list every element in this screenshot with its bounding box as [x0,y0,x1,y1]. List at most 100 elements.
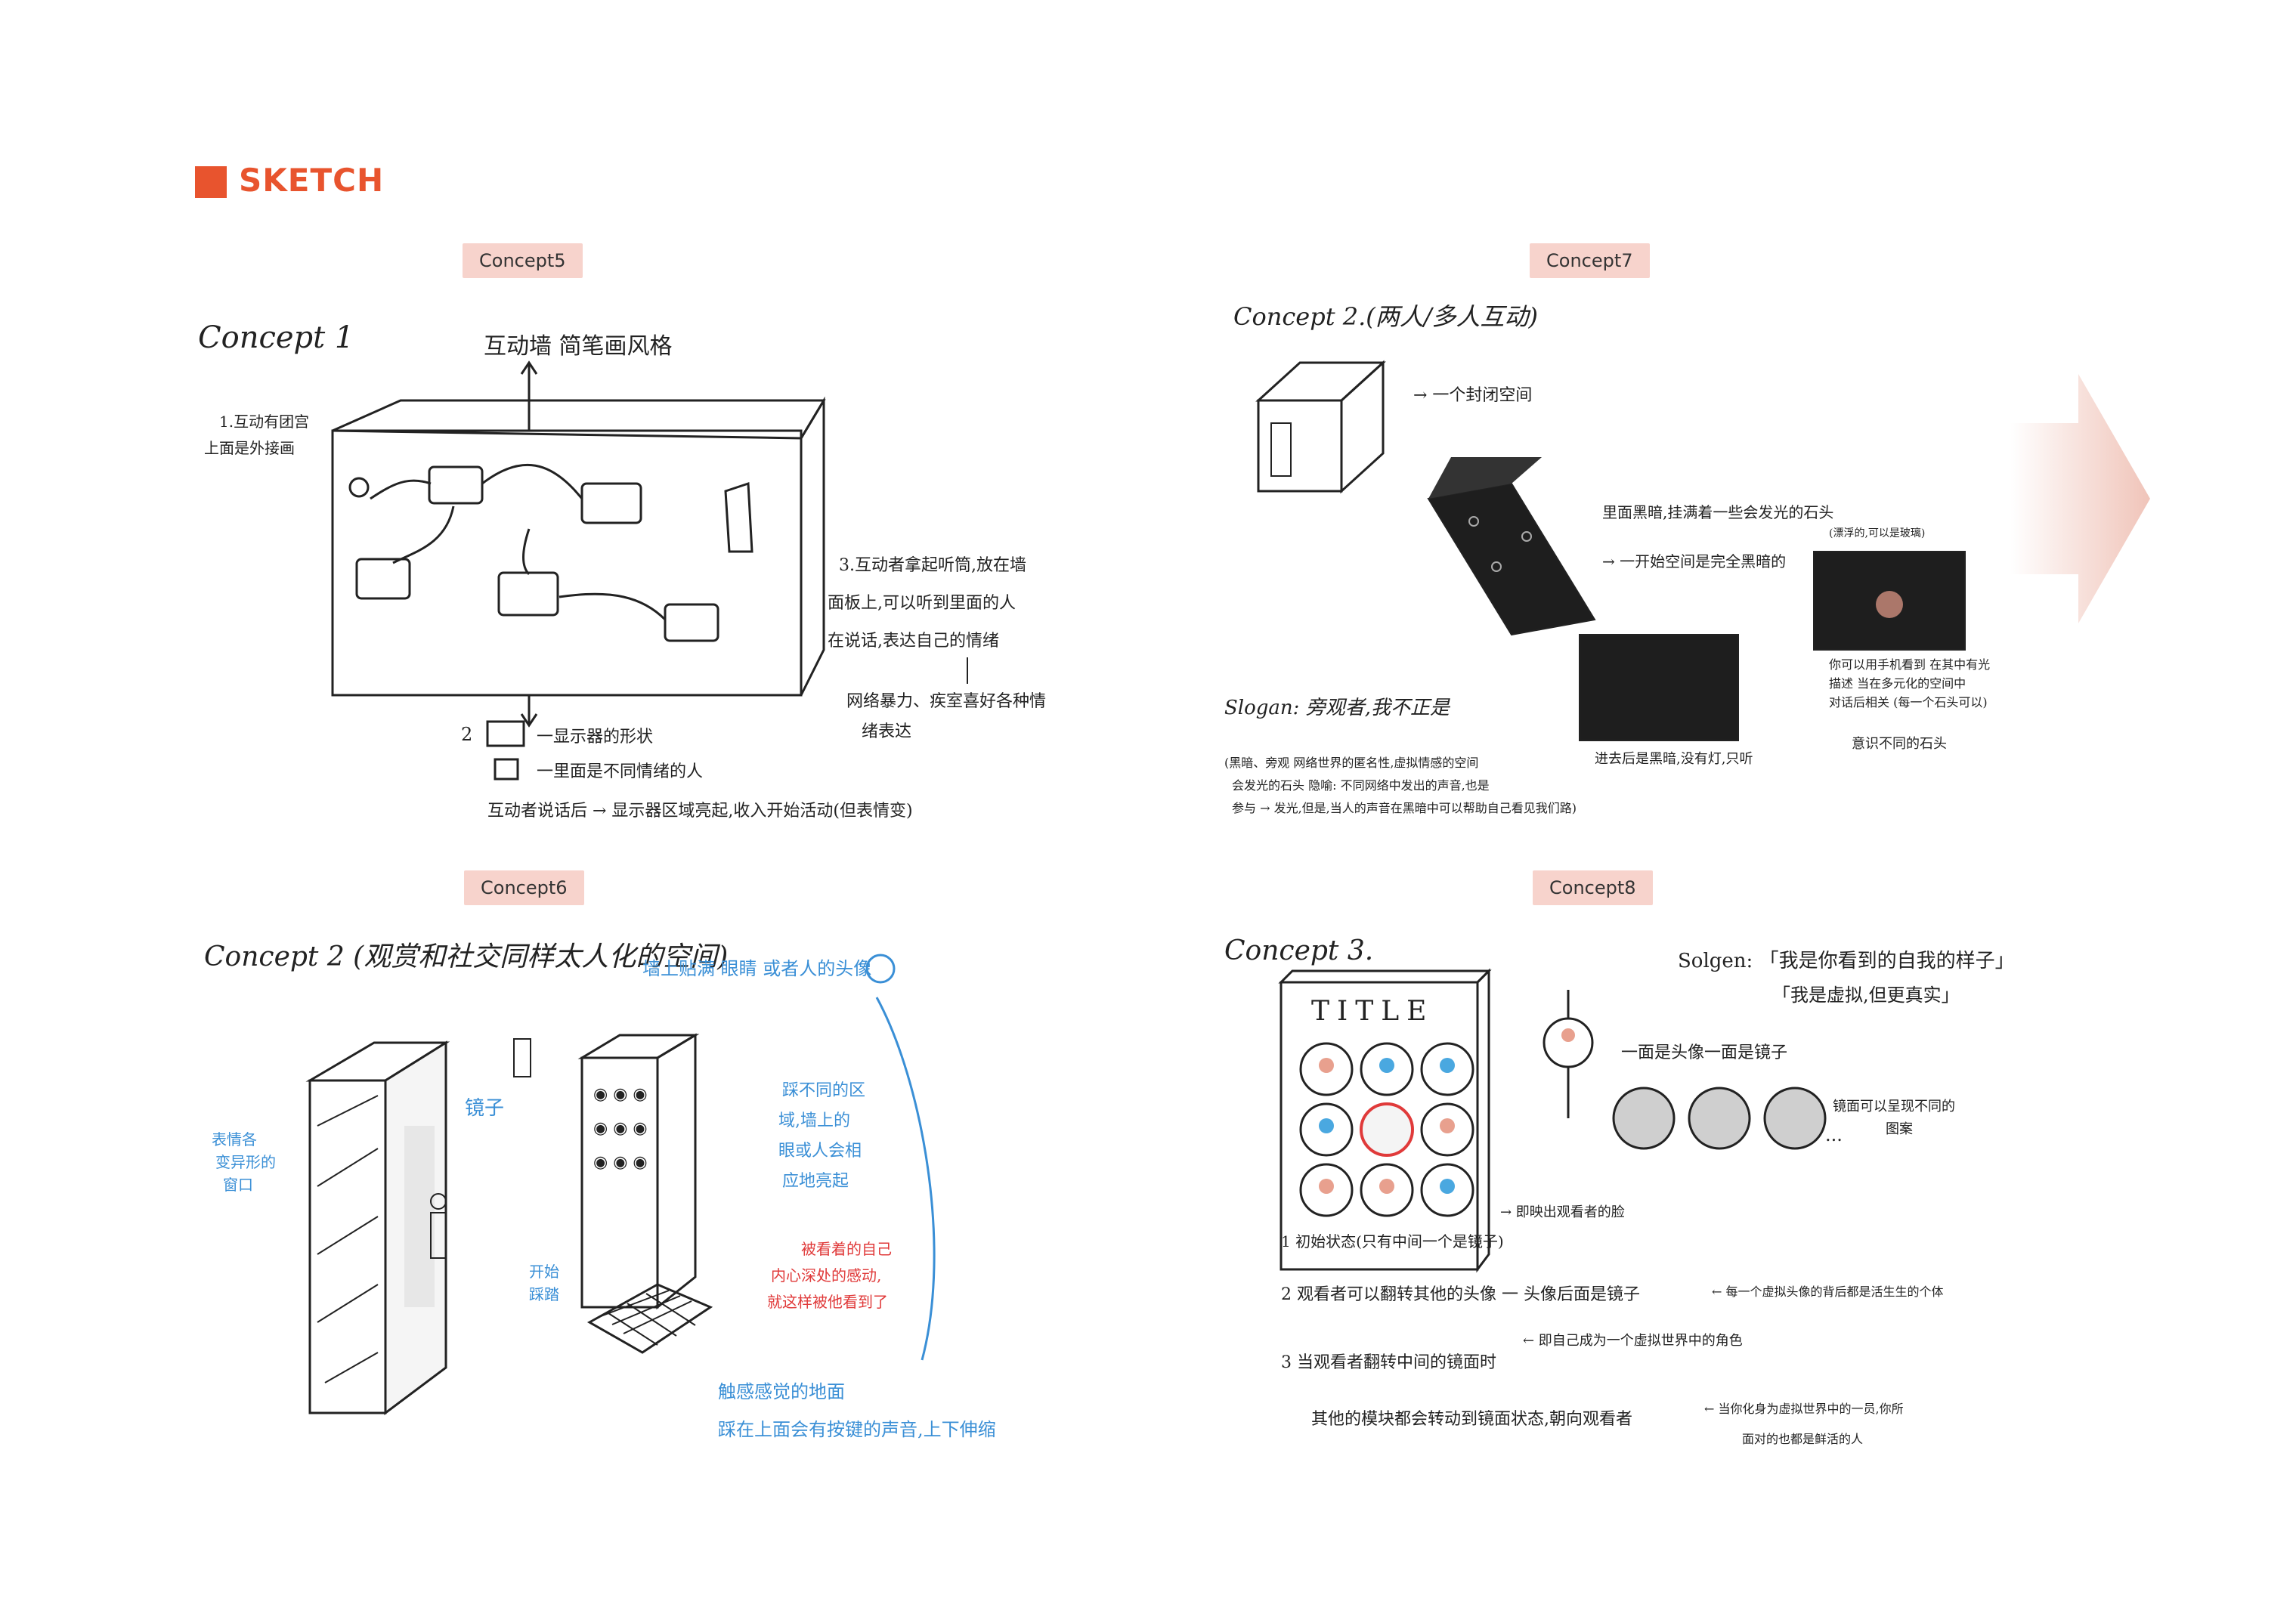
sketch1-text: 3.互动者拿起听筒,放在墙 [839,555,1026,575]
concept7-tag: Concept7 [1530,243,1650,278]
sketch4-text: 镜面可以呈现不同的 [1833,1099,1955,1114]
concept5-tag: Concept5 [463,243,583,278]
sketch1-text: 互动墙 简笔画风格 [484,333,673,360]
eye-icon: ◉ ◉ ◉ [593,1153,648,1172]
sketch4-text: 面对的也都是鲜活的人 [1742,1432,1863,1446]
sketch4-text: 图案 [1886,1121,1913,1137]
mirror-box [308,1079,387,1414]
eye-icon: ◉ ◉ ◉ [593,1085,648,1104]
sketch3-text: 内心深处的感动, [771,1266,881,1284]
sketch2-text: 意识不同的石头 [1852,736,1947,752]
wall-front [331,429,803,697]
screen-icon [486,720,525,747]
screen-icon [428,465,484,505]
sketch4-text: 「我是虚拟,但更真实」 [1772,985,1960,1006]
tile-floor [586,1283,713,1354]
mirror-pattern-icon [1612,1087,1676,1150]
sketch2-text: 会发光的石头 隐喻: 不同网络中发出的声音,也是 [1232,778,1490,793]
screen-icon [497,571,559,617]
sketch1-text: 一里面是不同情绪的人 [537,762,703,781]
box-top [1255,361,1386,402]
sketch3-text: 变异形的 [215,1153,276,1171]
screen-icon [664,603,719,642]
sketch4-text: ← 当你化身为虚拟世界中的一员,你所 [1704,1402,1904,1416]
sketch1-title: Concept 1 [198,320,354,355]
sketch4-title: Concept 3. [1224,935,1373,966]
sketch2-text: 里面黑暗,挂满着一些会发光的石头 [1602,503,1833,521]
sketch3-text: 域,墙上的 [778,1111,850,1130]
sketch2-text: 你可以用手机看到 在其中有光 [1829,657,1990,672]
avatar-icon [865,954,896,984]
sketch4-text: ← 每一个虚拟头像的背后都是活生生的个体 [1712,1284,1944,1299]
sketch4-text: ... [1825,1124,1843,1145]
sketch2-text: 对话后相关 (每一个石头可以) [1829,695,1988,709]
sketch4-text: 一面是头像一面是镜子 [1621,1043,1787,1062]
avatar-grid [1299,1042,1474,1217]
sketch-concept-2b: Concept 2 (观赏和社交同样太人化的空间) 墙上贴满 眼睛 或者人的头像… [204,941,996,1440]
sketch1-text: 在说话,表达自己的情绪 [828,632,999,651]
sketch1-text: 面板上,可以听到里面的人 [828,594,1016,613]
sketch-concept-2: Concept 2.(两人/多人互动) → 一个封闭空间 里面黑暗,挂满着一些会… [1224,302,1990,815]
sketch4-text: → 即映出观看者的脸 [1500,1204,1625,1220]
section-marker-icon [195,166,227,198]
sketch1-text: 互动者说话后 → 显示器区域亮起,收入开始活动(但表情变) [487,802,913,821]
wall-top [332,399,826,440]
receiver-icon [348,477,370,498]
sketch2-text: (黑暗、旁观 网络世界的匿名性,虚拟情感的空间 [1224,756,1478,770]
sketch1-text: 1.互动有团宫 [219,413,309,431]
mirror-pattern-icon [1688,1087,1751,1150]
sketch1-text: 2 [461,724,472,745]
sketch4-text: 1 初始状态(只有中间一个是镜子) [1281,1232,1504,1250]
dark-room-illustration [1427,482,1596,636]
mirror-icon [513,1038,531,1077]
sketch3-text: 踩踏 [529,1285,559,1303]
sketch3-text: 眼或人会相 [778,1142,862,1161]
sketch2-text: (漂浮的,可以是玻璃) [1829,527,1925,539]
sketch2-text: Slogan: 旁观者,我不正是 [1224,697,1451,719]
sketch2-text: → 一个封闭空间 [1413,386,1532,405]
person-icon [494,758,519,781]
sketch4-text: 3 当观看者翻转中间的镜面时 [1281,1353,1496,1372]
sketch-concept-3: Concept 3. Solgen: 「我是你看到的自我的样子」 「我是虚拟,但… [1224,935,2015,1446]
section-title: SKETCH [239,162,385,199]
sketch3-text: 表情各 [212,1130,257,1148]
concept8-tag: Concept8 [1533,870,1653,905]
screen-icon [580,482,642,524]
board-title: TITLE [1311,996,1434,1027]
sketch1-text: 上面是外接画 [204,439,295,457]
sketch4-text: 2 观看者可以翻转其他的头像 一 头像后面是镜子 [1281,1285,1640,1304]
sketch3-title: Concept 2 (观赏和社交同样太人化的空间) [204,941,728,972]
sketch2-text: 进去后是黑暗,没有灯,只听 [1595,751,1753,767]
door-icon [1270,422,1292,477]
sketch3-text: 应地亮起 [782,1172,849,1191]
sketch2-title: Concept 2.(两人/多人互动) [1233,302,1538,331]
person-icon [430,1193,447,1210]
dark-room-illustration [1579,634,1739,741]
concept6-tag: Concept6 [464,870,584,905]
sketch1-text: 网络暴力、疾室喜好各种情 [846,692,1046,711]
next-arrow-icon [2010,374,2150,623]
mirror-cell [1360,1102,1414,1157]
sketch2-text: 参与 → 发光,但是,当人的声音在黑暗中可以帮助自己看见我们路) [1232,801,1577,815]
mirror-pattern-icon [1763,1087,1827,1150]
sketch3-text: 被看着的自己 [801,1240,892,1258]
screen-icon [355,558,411,600]
sketch3-text: 墙上贴满 眼睛 或者人的头像 [642,958,871,979]
sketch4-text: ← 即自己成为一个虚拟世界中的角色 [1523,1333,1743,1349]
sketch3-text: 触感感觉的地面 [718,1381,845,1402]
sketch1-text: 一显示器的形状 [537,728,653,747]
sketch4-text: Solgen: 「我是你看到的自我的样子」 [1678,950,2015,972]
sketch-concept-1: Concept 1 互动墙 简笔画风格 1.互动有团宫 上面是外接画 3.互动者… [198,320,1046,821]
sketch4-text: 其他的模块都会转动到镜面状态,朝向观看者 [1311,1410,1632,1429]
sketch3-text: 踩在上面会有按键的声音,上下伸缩 [718,1419,996,1440]
sketch1-text: 绪表达 [862,722,911,741]
sketch3-text: 开始 [529,1263,559,1281]
receiver-icon [724,481,753,553]
sketch2-text: → 一开始空间是完全黑暗的 [1602,552,1786,570]
eye-icon: ◉ ◉ ◉ [593,1119,648,1138]
sketch2-text: 描述 当在多元化的空间中 [1829,676,1966,691]
sketch3-text: 就这样被他看到了 [767,1293,888,1311]
sketch3-text: 窗口 [223,1176,253,1194]
sketch3-text: 踩不同的区 [782,1081,865,1100]
rotating-avatar-icon [1543,1017,1594,1068]
